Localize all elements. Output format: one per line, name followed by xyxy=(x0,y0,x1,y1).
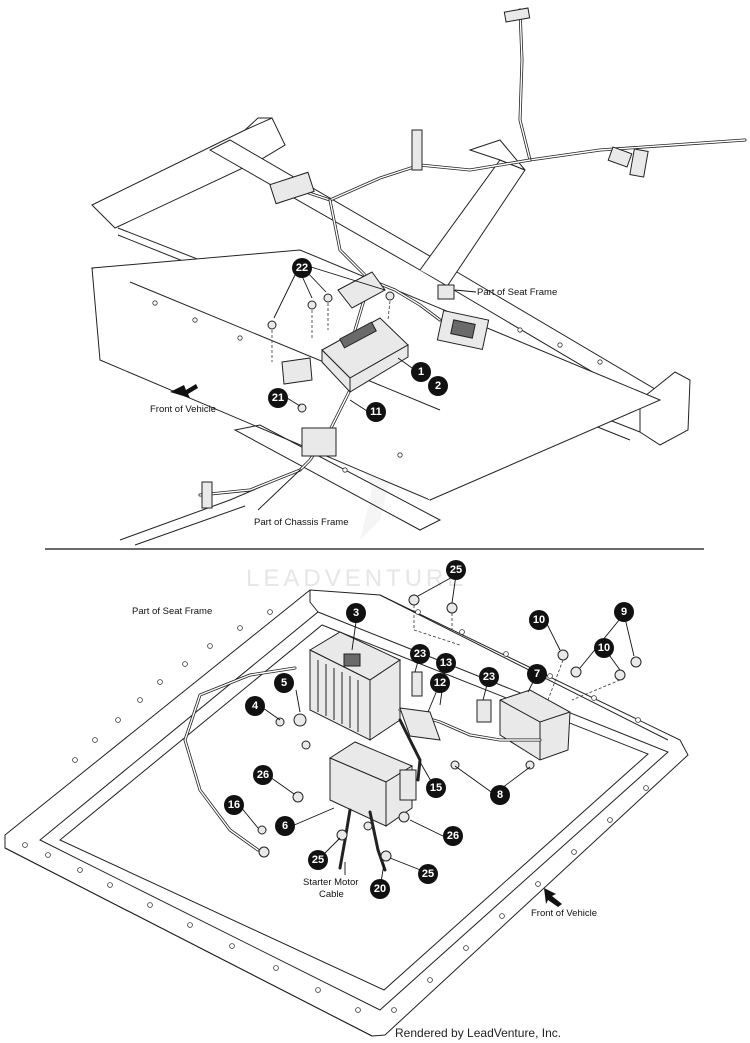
callout-12-number: 12 xyxy=(434,677,446,689)
callout-13: 13 xyxy=(436,653,456,673)
watermark-text: LEADVENTURE xyxy=(246,565,467,592)
callout-2-number: 2 xyxy=(435,380,441,392)
callout-9: 9 xyxy=(614,602,634,622)
callout-20-number: 20 xyxy=(374,883,386,895)
callout-22-number: 22 xyxy=(296,262,308,274)
callout-4: 4 xyxy=(245,696,265,716)
callout-21-number: 21 xyxy=(272,392,284,404)
callout-12: 12 xyxy=(430,673,450,693)
callout-5-number: 5 xyxy=(281,677,287,689)
front-arrow-bottom-icon xyxy=(544,888,562,907)
callout-25-right-number: 25 xyxy=(422,868,434,880)
top-view: 22 1 2 21 11 Part of Seat Frame Front of… xyxy=(91,7,747,546)
callout-26-left-number: 26 xyxy=(257,769,269,781)
callout-8: 8 xyxy=(490,785,510,805)
callout-3-number: 3 xyxy=(353,607,359,619)
label-starter-motor: Starter Motor xyxy=(303,877,358,888)
callout-25-left: 25 xyxy=(308,850,328,870)
callout-11-number: 11 xyxy=(370,406,382,418)
top-leaders xyxy=(257,266,477,511)
callout-10-lower-number: 10 xyxy=(598,642,610,654)
callout-6-number: 6 xyxy=(282,820,288,832)
callout-26-left: 26 xyxy=(253,765,273,785)
wiring-harness-drawing xyxy=(198,7,747,509)
callout-5: 5 xyxy=(274,673,294,693)
callout-9-number: 9 xyxy=(621,606,627,618)
callout-1-number: 1 xyxy=(418,366,424,378)
callout-10-upper: 10 xyxy=(529,610,549,630)
callout-1: 1 xyxy=(411,362,431,382)
callout-11: 11 xyxy=(366,402,386,422)
label-front-of-vehicle-bottom: Front of Vehicle xyxy=(531,908,597,919)
label-starter-cable: Cable xyxy=(319,889,344,900)
callout-16: 16 xyxy=(224,795,244,815)
bottom-view: 25 3 10 9 10 23 13 5 xyxy=(4,560,689,1037)
callout-20: 20 xyxy=(370,879,390,899)
callout-15: 15 xyxy=(426,778,446,798)
bottom-harness-drawing xyxy=(183,666,542,872)
callout-7: 7 xyxy=(527,664,547,684)
front-arrow-top-icon xyxy=(170,384,198,398)
callout-16-number: 16 xyxy=(228,799,240,811)
footer-credit: Rendered by LeadVenture, Inc. xyxy=(395,1026,561,1040)
bottom-fasteners xyxy=(257,594,642,862)
callout-8-number: 8 xyxy=(497,789,503,801)
callout-25-right: 25 xyxy=(418,864,438,884)
callout-23-right-number: 23 xyxy=(483,671,495,683)
callout-21: 21 xyxy=(268,388,288,408)
callout-26-right: 26 xyxy=(443,826,463,846)
callout-10-upper-number: 10 xyxy=(533,614,545,626)
label-seat-frame-bottom: Part of Seat Frame xyxy=(132,606,212,617)
callout-13-number: 13 xyxy=(440,657,452,669)
callout-7-number: 7 xyxy=(534,668,540,680)
controller-drawing xyxy=(281,271,490,394)
label-seat-frame-top: Part of Seat Frame xyxy=(477,287,557,298)
callout-25-top: 25 xyxy=(446,560,466,580)
callout-26-right-number: 26 xyxy=(447,830,459,842)
callout-23-left-number: 23 xyxy=(414,648,426,660)
callout-2: 2 xyxy=(428,376,448,396)
callout-23-left: 23 xyxy=(410,644,430,664)
callout-10-lower: 10 xyxy=(594,638,614,658)
label-chassis-frame: Part of Chassis Frame xyxy=(254,517,349,528)
callout-25-top-number: 25 xyxy=(450,564,462,576)
callout-15-number: 15 xyxy=(430,782,442,794)
callout-22: 22 xyxy=(292,258,312,278)
relay-drawing xyxy=(328,741,417,827)
callout-3: 3 xyxy=(346,603,366,623)
callout-23-right: 23 xyxy=(479,667,499,687)
top-screws xyxy=(267,291,395,413)
label-front-of-vehicle-top: Front of Vehicle xyxy=(150,404,216,415)
callout-6: 6 xyxy=(275,816,295,836)
callout-25-left-number: 25 xyxy=(312,854,324,866)
callout-4-number: 4 xyxy=(252,700,259,712)
